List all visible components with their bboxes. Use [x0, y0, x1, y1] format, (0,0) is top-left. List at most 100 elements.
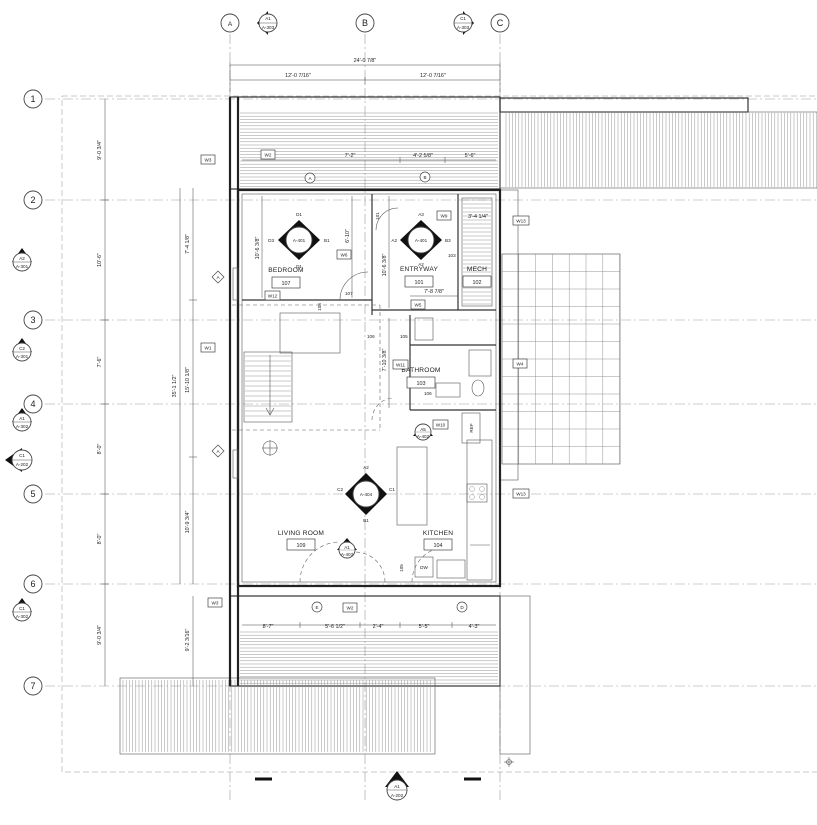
wall-type-label: B: [423, 175, 426, 180]
window-label: W12: [268, 294, 278, 299]
window-w-left-frame: [232, 449, 239, 479]
site-boundary: [61, 95, 817, 773]
grid-bubble-5: 5: [23, 484, 43, 504]
wall-type-tag: E: [311, 601, 323, 613]
grid-bubble-label: 7: [30, 681, 35, 691]
room-name: BEDROOM: [268, 267, 303, 274]
room-number: 101: [415, 280, 424, 286]
room-bathroom: BATHROOM 103: [401, 367, 440, 389]
column-grid-bubbles: A B C: [220, 13, 510, 33]
window-label: W2: [265, 153, 272, 158]
window-tag-w2-top: W2: [260, 149, 276, 160]
dim-mech-width: 3'-4 1/4": [468, 214, 488, 220]
window-tag-w3-bottom: W3: [207, 597, 223, 608]
elevation-marker-entry: A-401 A3 A2 B3 A2: [391, 212, 451, 267]
window-label: W11: [396, 363, 406, 368]
dim-deck-vert: 9'-2 3/16": [185, 629, 191, 652]
door-label: 105: [400, 334, 408, 339]
wall-type-label: D: [460, 605, 464, 610]
section-marker-bottom-a1: A1 A-202: [385, 771, 409, 801]
elevation-top: D1: [296, 212, 302, 217]
dim-bath-vert: 7'-10 3/8": [382, 349, 388, 372]
section-marker-top-a1: A1 A-303: [257, 11, 278, 35]
section-sheet: A-301: [16, 264, 29, 269]
kitchen-island: [396, 446, 428, 526]
wall-type-tag: A: [211, 444, 225, 458]
tag-sheet: A-403: [341, 552, 354, 557]
room-number: 102: [473, 280, 482, 286]
window-label: W3: [212, 601, 219, 606]
grid-bubble-2: 2: [23, 190, 43, 210]
window-tag-w1: W1: [200, 342, 216, 353]
window-tag-w12: W12: [264, 290, 281, 301]
dim-row-2-3: 10'-6": [97, 253, 103, 267]
elevation-left: C2: [337, 487, 343, 492]
grid-bubble-3: 3: [23, 310, 43, 330]
section-sheet: A-303: [262, 25, 275, 30]
washer: [414, 317, 434, 341]
dim-half-right: 12'-0 7/16": [420, 73, 446, 79]
grid-bubble-label: 4: [30, 399, 35, 409]
section-sheet: A-301: [16, 354, 29, 359]
window-tags: W3 W2 W1 W12 W6 W9 W13 W5 W11 W4 W10 W13…: [200, 149, 530, 613]
dim-row-4-5: 8'-0": [97, 444, 103, 455]
dim-row-5-6: 8'-0": [97, 534, 103, 545]
window-label: W2: [347, 606, 354, 611]
section-sheet: A-202: [391, 793, 404, 798]
dim-entry-inner: 10'-6 3/8": [382, 254, 388, 277]
dishwasher: [414, 556, 434, 578]
wall-type-label: A: [216, 449, 220, 454]
dim-living-vert: 10'-9 3/4": [185, 511, 191, 534]
section-ref: C1: [19, 606, 25, 611]
grid-bubble-b: B: [355, 13, 375, 33]
elevation-right: B3: [445, 238, 451, 243]
toilet-icon: [471, 379, 485, 397]
dim-row-3-4: 7'-6": [97, 357, 103, 368]
elevation-code: A-401: [293, 238, 306, 243]
room-number: 109: [297, 543, 306, 549]
grid-bubble-7: 7: [23, 676, 43, 696]
wall-type-label: A: [216, 275, 220, 280]
section-ref: A1: [19, 416, 25, 421]
dim-bedroom-width: 6'-10": [345, 229, 351, 243]
dim-bottom-3: 2'-4": [373, 624, 384, 630]
section-marker-left-c2: C2 A-301: [12, 338, 32, 362]
window-label: W1: [205, 346, 212, 351]
grid-bubble-label: 5: [30, 489, 35, 499]
kitchen-sink: [436, 559, 466, 579]
kitchen-counter: [466, 439, 493, 581]
grid-bubble-1: 1: [23, 89, 43, 109]
elevation-bottom: D1: [296, 264, 302, 269]
mech-equipment: [461, 197, 493, 307]
section-ref: A1: [265, 16, 271, 21]
grid-bubble-label: 6: [30, 579, 35, 589]
door-label: 106: [367, 334, 375, 339]
section-ref: C1: [19, 453, 25, 458]
room-kitchen: KITCHEN 104: [423, 530, 453, 551]
room-living-room: LIVING ROOM 109: [278, 530, 324, 551]
tag-sheet: A-402: [417, 434, 430, 439]
wall-type-tag: B: [419, 171, 431, 183]
window-w12-frame: [232, 267, 239, 301]
section-ref: A2: [19, 256, 25, 261]
section-sheet: A-302: [16, 424, 29, 429]
section-sheet: A-303: [457, 25, 470, 30]
vanity: [435, 382, 461, 398]
door-label: 105: [399, 564, 404, 572]
interior-dimensions: 7'-2" 4'-2 5/8" 5'-6" 10'-6 3/8" 6'-10" …: [242, 153, 496, 630]
tag-ref: A1: [344, 545, 350, 550]
window-tag-w13-bottom: W13: [512, 488, 530, 499]
dim-top-deck-1: 7'-2": [345, 153, 356, 159]
room-name: KITCHEN: [423, 530, 453, 537]
dim-bottom-1: 8'-7": [263, 624, 274, 630]
dim-row-6-7: 9'-0 3/4": [97, 625, 103, 645]
window-label: W10: [436, 423, 446, 428]
column-grid-lines: [229, 34, 501, 800]
dim-half-left: 12'-0 7/16": [285, 73, 311, 79]
exterior-walls: [228, 97, 502, 686]
room-name: ENTRYWAY: [400, 266, 439, 273]
dim-top-deck-2: 4'-2 5/8": [413, 153, 433, 159]
grid-bubble-label: 3: [30, 315, 35, 325]
wall-type-tag: A: [304, 172, 316, 184]
door-label: 107: [345, 291, 353, 296]
